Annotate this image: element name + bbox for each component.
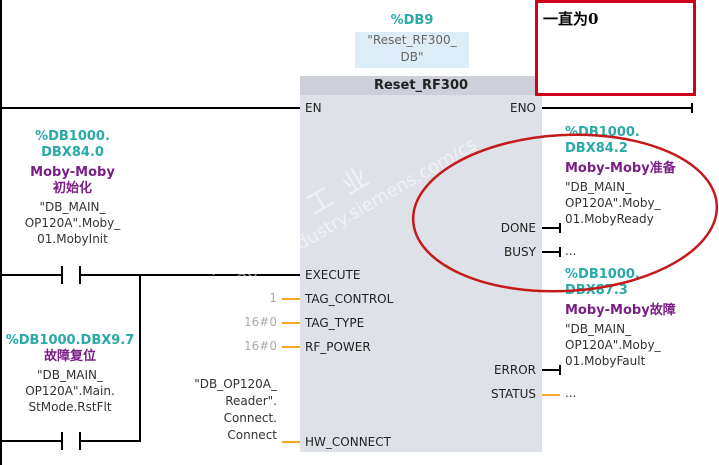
instance-db-name-line1: "Reset_RF300_ xyxy=(367,33,457,47)
pin-busy: BUSY xyxy=(504,245,536,259)
function-block[interactable]: Reset_RF300 xyxy=(300,76,542,452)
done-wire xyxy=(542,227,560,229)
contact2-address: %DB1000.DBX9.7 xyxy=(5,333,135,348)
instance-db-name[interactable]: "Reset_RF300_ DB" xyxy=(355,32,469,68)
hw-connect-line: "DB_OP120A_ xyxy=(194,377,277,391)
error-symbol: OP120A".Moby_ xyxy=(565,338,661,352)
instance-db-address[interactable]: %DB9 xyxy=(390,13,434,28)
pin-rf-power: RF_POWER xyxy=(305,340,371,354)
pin-error: ERROR xyxy=(493,363,536,377)
done-comment: Moby-Moby准备 xyxy=(565,161,676,176)
done-address: DBX84.2 xyxy=(565,141,628,156)
pin-tag-control: TAG_CONTROL xyxy=(305,292,394,306)
hw-connect-value[interactable]: "DB_OP120A_ Reader". Connect. Connect xyxy=(160,376,277,444)
tag-control-wire xyxy=(282,298,300,300)
contact2-tag[interactable]: %DB1000.DBX9.7 故障复位 "DB_MAIN_ OP120A".Ma… xyxy=(0,333,140,415)
contact1-symbol: "DB_MAIN_ xyxy=(39,200,106,214)
pin-execute: EXECUTE xyxy=(305,268,361,282)
status-tag[interactable]: ... xyxy=(565,386,577,400)
pin-en: EN xyxy=(305,101,322,115)
done-address: %DB1000. xyxy=(565,125,640,140)
contact1-symbol: 01.MobyInit xyxy=(37,232,108,246)
contact1-comment: 初始化 xyxy=(52,181,92,196)
error-comment: Moby-Moby故障 xyxy=(565,303,676,318)
hw-connect-wire xyxy=(282,441,300,443)
tag-control-value[interactable]: 1 xyxy=(269,291,277,305)
annotation-ellipse-shape xyxy=(411,133,719,293)
status-wire xyxy=(542,394,560,396)
hw-connect-line: Reader". xyxy=(225,394,277,408)
contact2-comment: 故障复位 xyxy=(43,349,96,364)
tag-type-wire xyxy=(282,322,300,324)
done-symbol: 01.MobyReady xyxy=(565,212,654,226)
contact1-address: DBX84.0 xyxy=(41,145,104,160)
contact-moby-init[interactable] xyxy=(61,266,81,284)
hw-connect-line: Connect xyxy=(227,428,277,442)
contact1-comment: Moby-Moby xyxy=(30,165,115,180)
execute-wire xyxy=(2,274,300,276)
annotation-box: 一直为0 xyxy=(535,0,696,96)
pin-tag-type: TAG_TYPE xyxy=(305,316,365,330)
contact1-symbol: OP120A".Moby_ xyxy=(24,216,121,230)
rf-power-value[interactable]: 16#0 xyxy=(244,339,277,353)
tag-type-value[interactable]: 16#0 xyxy=(244,315,277,329)
pin-status: STATUS xyxy=(490,387,536,401)
en-wire xyxy=(2,107,300,109)
block-title: Reset_RF300 xyxy=(300,76,542,95)
pin-eno: ENO xyxy=(509,101,536,115)
contact1-address: %DB1000. xyxy=(35,129,110,144)
busy-wire-end xyxy=(559,247,561,257)
rf-power-wire xyxy=(282,346,300,348)
done-wire-end xyxy=(559,223,561,233)
error-address: DBX87.3 xyxy=(565,283,628,298)
error-wire xyxy=(542,369,560,371)
error-symbol: "DB_MAIN_ xyxy=(565,322,632,336)
busy-tag[interactable]: ... xyxy=(565,244,577,258)
contact2-symbol: "DB_MAIN_ xyxy=(36,368,104,382)
pin-done: DONE xyxy=(500,221,536,235)
done-symbol: OP120A".Moby_ xyxy=(565,196,661,210)
error-wire-end xyxy=(559,365,561,375)
eno-wire-end xyxy=(691,103,693,113)
contact-reset-fault[interactable] xyxy=(61,432,81,450)
branch-wire-vertical xyxy=(139,274,141,442)
annotation-text: 一直为0 xyxy=(543,10,599,28)
error-symbol: 01.MobyFault xyxy=(565,354,646,368)
power-rail xyxy=(0,0,2,465)
contact2-symbol: OP120A".Main. xyxy=(25,384,115,398)
error-address: %DB1000. xyxy=(565,267,640,282)
pin-hw-connect: HW_CONNECT xyxy=(305,435,391,449)
error-tag[interactable]: %DB1000. DBX87.3 Moby-Moby故障 "DB_MAIN_ O… xyxy=(565,267,676,369)
done-tag[interactable]: %DB1000. DBX84.2 Moby-Moby准备 "DB_MAIN_ O… xyxy=(565,125,676,227)
hw-connect-line: Connect. xyxy=(223,411,277,425)
eno-wire xyxy=(542,107,692,109)
contact1-tag[interactable]: %DB1000. DBX84.0 Moby-Moby 初始化 "DB_MAIN_… xyxy=(5,129,140,247)
done-symbol: "DB_MAIN_ xyxy=(565,180,632,194)
busy-wire xyxy=(542,251,560,253)
contact2-symbol: StMode.RstFlt xyxy=(28,400,112,414)
instance-db-name-line2: DB" xyxy=(400,50,424,64)
